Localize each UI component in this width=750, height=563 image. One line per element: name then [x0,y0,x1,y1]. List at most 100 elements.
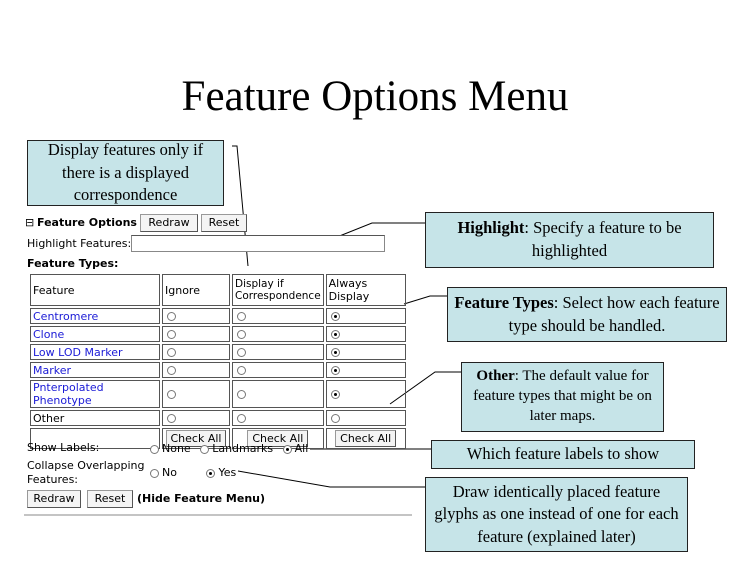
table-row: Centromere [30,308,406,324]
radio-cell [232,380,324,408]
feature-name-cell[interactable]: Clone [30,326,160,342]
feature-options-header: Feature Options [37,216,137,229]
always-display-radio[interactable] [330,348,340,357]
callout-bold: Feature Types [454,292,554,312]
feature-name-cell: Other [30,410,160,426]
redraw-button-bottom[interactable]: Redraw [27,490,81,508]
leader-collapse [237,470,425,488]
check-all-ignore-button[interactable]: Check All [165,430,227,447]
check-all-always-button[interactable]: Check All [335,430,397,447]
radio-cell [162,410,230,426]
check-all-cell: Check All [162,428,230,449]
table-row: Clone [30,326,406,342]
radio-cell [162,308,230,324]
radio-cell [325,362,406,378]
callout-labels: Which feature labels to show [431,440,695,469]
ignore-radio[interactable] [167,312,176,321]
leader-feature-types [403,295,447,305]
check-all-display-button[interactable]: Check All [247,430,309,447]
collapse-label-line1: Collapse Overlapping [27,459,145,472]
display-if-radio[interactable] [237,414,246,423]
callout-feature-types: Feature Types: Select how each feature t… [447,287,727,342]
label-none-text: None [162,442,191,455]
display-if-radio[interactable] [237,312,246,321]
callout-text: Other: The default value for feature typ… [468,367,657,426]
radio-cell [232,308,324,324]
ignore-radio[interactable] [167,414,176,423]
ignore-radio[interactable] [167,390,176,399]
feature-name-cell[interactable]: Low LOD Marker [30,344,160,360]
radio-cell [162,326,230,342]
display-if-radio[interactable] [237,390,246,399]
always-display-radio[interactable] [330,330,340,339]
radio-cell [232,410,324,426]
collapse-options: No Yes [144,466,236,479]
table-header-row: Feature Ignore Display if Correspondence… [30,274,406,306]
collapse-no-text: No [162,466,177,479]
callout-text: Highlight: Specify a feature to be highl… [432,217,707,263]
callout-text: Draw identically placed feature glyphs a… [434,482,679,546]
collapse-yes-radio[interactable] [206,468,216,478]
check-all-row: Check All Check All Check All [30,428,406,449]
callout-bold: Other [476,368,515,385]
collapse-toggle-icon[interactable]: ⊟ [25,216,35,229]
collapse-label-line2: Features: [27,473,79,486]
label-landmarks-text: Landmarks [212,442,274,455]
col-header-feature: Feature [30,274,160,306]
callout-text: Which feature labels to show [466,444,660,464]
col-header-ignore: Ignore [162,274,230,306]
feature-name-cell[interactable]: Centromere [30,308,160,324]
table-row: Pnterpolated Phenotype [30,380,406,408]
label-all-radio[interactable] [282,444,292,454]
check-all-cell: Check All [232,428,324,449]
highlight-features-label: Highlight Features: [27,237,132,250]
always-display-radio[interactable] [330,414,340,423]
col-header-display-if: Display if Correspondence [232,274,324,306]
radio-cell [162,362,230,378]
callout-text: Feature Types: Select how each feature t… [454,292,720,338]
always-display-radio[interactable] [330,366,340,375]
callout-rest: : Specify a feature to be highlighted [524,218,682,260]
label-all-text: All [294,442,309,455]
callout-rest: : The default value for feature types th… [473,368,652,424]
feature-types-table: Feature Ignore Display if Correspondence… [28,272,408,451]
table-row: Low LOD Marker [30,344,406,360]
collapse-no-radio[interactable] [150,468,159,478]
always-display-radio[interactable] [330,312,340,321]
highlight-features-input[interactable] [131,235,385,252]
feature-name-cell[interactable]: Marker [30,362,160,378]
check-all-cell: Check All [325,428,406,449]
feature-types-label: Feature Types: [27,257,119,270]
table-row: Other [30,410,406,426]
display-if-radio[interactable] [237,366,246,375]
ignore-radio[interactable] [167,348,176,357]
callout-rest: : Select how each feature type should be… [508,292,720,335]
callout-highlight: Highlight: Specify a feature to be highl… [425,212,714,268]
empty-cell [30,428,160,449]
reset-button-bottom[interactable]: Reset [87,490,133,508]
callout-collapse: Draw identically placed feature glyphs a… [425,477,688,552]
radio-cell [325,344,406,360]
reset-button-top[interactable]: Reset [201,214,247,232]
ignore-radio[interactable] [167,330,176,339]
radio-cell [232,326,324,342]
radio-cell [162,344,230,360]
show-labels-options: None Landmarks All [144,442,308,455]
radio-cell [325,410,406,426]
callout-other: Other: The default value for feature typ… [461,362,664,432]
always-display-radio[interactable] [330,390,340,399]
col-header-always: Always Display [325,274,406,306]
hide-feature-menu-link[interactable]: (Hide Feature Menu) [137,492,266,505]
label-none-radio[interactable] [150,444,159,454]
display-if-radio[interactable] [237,348,246,357]
redraw-button-top[interactable]: Redraw [140,214,198,232]
ignore-radio[interactable] [167,366,176,375]
display-if-radio[interactable] [237,330,246,339]
show-labels-label: Show Labels: [27,441,100,454]
table-row: Marker [30,362,406,378]
feature-name-cell[interactable]: Pnterpolated Phenotype [30,380,160,408]
label-landmarks-radio[interactable] [200,444,210,454]
radio-cell [232,362,324,378]
radio-cell [325,308,406,324]
